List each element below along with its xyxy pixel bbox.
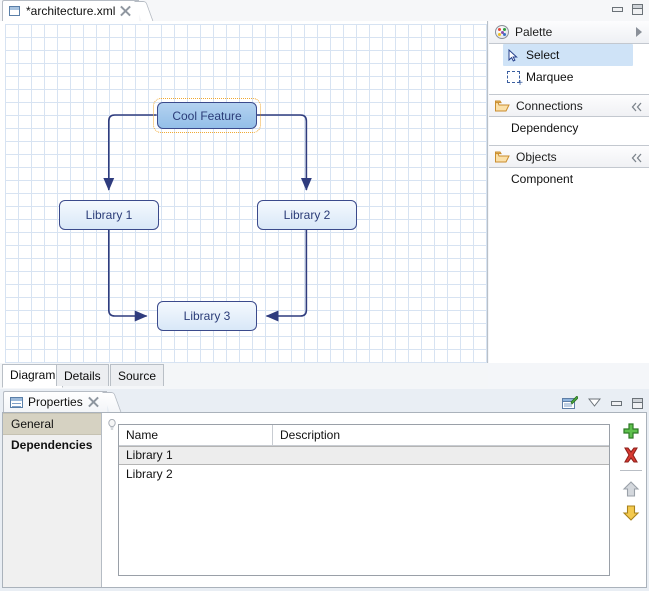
tab-details[interactable]: Details xyxy=(56,364,109,386)
connection-library-2-library-3 xyxy=(266,230,306,316)
table-action-buttons xyxy=(618,421,644,527)
add-button[interactable] xyxy=(621,421,641,441)
properties-section-dependencies[interactable]: Dependencies xyxy=(3,435,101,455)
close-icon[interactable] xyxy=(88,397,99,408)
palette-panel: Palette Select Marquee xyxy=(489,21,649,363)
editor-tab-strip: *architecture.xml xyxy=(0,0,649,21)
tab-diagram[interactable]: Diagram xyxy=(2,364,63,388)
connection-cool-feature-library-2 xyxy=(256,115,306,190)
editor-page-tabs: Diagram Details Source xyxy=(0,363,488,388)
palette-tool-select[interactable]: Select xyxy=(503,44,633,66)
tab-properties[interactable]: Properties xyxy=(3,391,107,412)
node-label: Cool Feature xyxy=(172,109,241,123)
xml-file-icon xyxy=(9,6,21,17)
move-up-button[interactable] xyxy=(621,479,641,499)
editor-tab-label: *architecture.xml xyxy=(26,4,115,18)
diagram-node-library-2[interactable]: Library 2 xyxy=(257,200,357,230)
minimize-icon[interactable] xyxy=(611,399,622,408)
palette-item-label: Dependency xyxy=(511,121,578,135)
connection-library-1-library-3 xyxy=(109,230,147,316)
diagram-canvas-container[interactable]: Cool Feature Library 1 Library 2 Library… xyxy=(0,21,488,363)
palette-header[interactable]: Palette xyxy=(489,21,649,44)
collapse-icon[interactable] xyxy=(631,101,643,111)
node-label: Library 2 xyxy=(284,208,331,222)
editor-window-buttons xyxy=(612,4,643,15)
properties-tab-label: Properties xyxy=(28,395,83,409)
palette-tool-label: Select xyxy=(526,48,559,62)
palette-group-label: Connections xyxy=(516,99,583,113)
editor-tab-architecture-xml[interactable]: *architecture.xml xyxy=(2,0,139,21)
minimize-icon[interactable] xyxy=(612,5,623,14)
properties-section-general[interactable]: General xyxy=(3,413,101,435)
folder-open-icon xyxy=(495,100,510,112)
dependencies-table[interactable]: Name Description Library 1 Library 2 xyxy=(118,424,610,576)
move-down-button[interactable] xyxy=(621,503,641,523)
section-resize-handle[interactable] xyxy=(107,419,117,431)
editor-area: *architecture.xml xyxy=(0,0,649,389)
column-header-description[interactable]: Description xyxy=(273,425,609,445)
properties-section-list: General Dependencies xyxy=(3,413,102,587)
palette-item-component[interactable]: Component xyxy=(489,168,649,190)
properties-view: Properties xyxy=(0,389,649,591)
cursor-icon xyxy=(507,49,520,62)
view-menu-icon[interactable] xyxy=(588,396,601,410)
action-divider xyxy=(620,470,642,471)
collapse-icon[interactable] xyxy=(631,152,643,162)
new-properties-view-icon[interactable] xyxy=(562,396,578,410)
marquee-icon xyxy=(507,71,520,83)
diagram-node-library-1[interactable]: Library 1 xyxy=(59,200,159,230)
table-header-row: Name Description xyxy=(119,425,609,446)
folder-open-icon xyxy=(495,151,510,163)
table-row[interactable]: Library 1 xyxy=(119,446,609,465)
node-label: Library 1 xyxy=(86,208,133,222)
palette-icon xyxy=(495,25,509,39)
diagram-node-cool-feature[interactable]: Cool Feature xyxy=(157,102,257,129)
close-icon[interactable] xyxy=(120,6,131,17)
palette-tool-label: Marquee xyxy=(526,70,573,84)
node-label: Library 3 xyxy=(184,309,231,323)
palette-title: Palette xyxy=(515,25,552,39)
palette-group-connections[interactable]: Connections xyxy=(489,94,649,117)
connection-cool-feature-library-1 xyxy=(109,115,157,190)
palette-group-objects[interactable]: Objects xyxy=(489,145,649,168)
properties-tab-strip: Properties xyxy=(0,391,649,412)
maximize-icon[interactable] xyxy=(632,398,643,409)
tab-source[interactable]: Source xyxy=(110,364,164,386)
palette-group-label: Objects xyxy=(516,150,557,164)
maximize-icon[interactable] xyxy=(632,4,643,15)
palette-item-label: Component xyxy=(511,172,573,186)
diagram-node-library-3[interactable]: Library 3 xyxy=(157,301,257,331)
properties-body: General Dependencies Name Description Li… xyxy=(2,412,647,588)
table-row[interactable]: Library 2 xyxy=(119,465,609,484)
properties-toolbar xyxy=(562,396,643,410)
chevron-right-icon[interactable] xyxy=(636,27,642,37)
palette-item-dependency[interactable]: Dependency xyxy=(489,117,649,139)
palette-tool-marquee[interactable]: Marquee xyxy=(489,66,649,88)
column-header-name[interactable]: Name xyxy=(119,425,273,445)
diagram-canvas[interactable]: Cool Feature Library 1 Library 2 Library… xyxy=(5,24,487,363)
remove-button[interactable] xyxy=(621,445,641,465)
properties-icon xyxy=(10,397,23,408)
